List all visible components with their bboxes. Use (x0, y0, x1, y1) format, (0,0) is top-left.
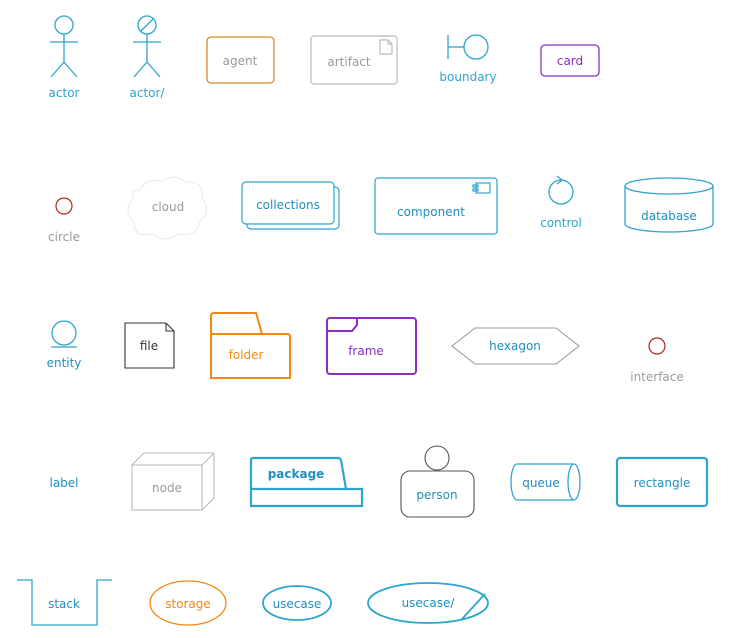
frame-element (326, 317, 417, 375)
stack-element (17, 579, 112, 626)
actor-label: actor (49, 86, 80, 100)
actor-slash-label: actor/ (130, 86, 166, 100)
card-label: card (557, 54, 583, 68)
file-element (124, 322, 175, 369)
entity-label: entity (47, 356, 82, 370)
storage-element (149, 580, 227, 626)
package-label: package (268, 467, 325, 481)
file-label: file (140, 339, 158, 353)
queue-element (510, 463, 581, 501)
cloud-element (127, 176, 208, 240)
frame-label: frame (348, 344, 384, 358)
component-element (374, 177, 498, 235)
circle-label: circle (48, 230, 80, 244)
usecase-element (262, 585, 332, 621)
component-label: component (397, 205, 465, 219)
agent-label: agent (223, 54, 258, 68)
actor-element (50, 15, 78, 78)
queue-label: queue (522, 476, 560, 490)
usecase-label: usecase (273, 597, 322, 611)
control-label: control (540, 216, 582, 230)
artifact-element (310, 35, 398, 85)
node-element (131, 452, 215, 511)
entity-element (51, 320, 77, 348)
business-actor-element (133, 15, 161, 78)
usecase-slash-label: usecase/ (402, 596, 456, 610)
boundary-label: boundary (439, 70, 496, 84)
rectangle-element (615, 456, 709, 508)
person-label: person (416, 488, 457, 502)
control-element (548, 175, 574, 205)
cloud-label: cloud (152, 200, 185, 214)
stack-label: stack (48, 597, 80, 611)
rectangle-label: rectangle (634, 476, 691, 490)
database-element (624, 177, 714, 233)
storage-label: storage (165, 597, 211, 611)
card-element (540, 44, 600, 77)
folder-label: folder (229, 348, 264, 362)
label-element: label (49, 476, 78, 490)
database-label: database (641, 209, 697, 223)
agent-element (206, 36, 275, 84)
business-usecase-element (367, 582, 489, 624)
interface-label: interface (630, 370, 684, 384)
person-element (400, 445, 475, 518)
boundary-element (447, 34, 489, 60)
node-label: node (152, 481, 182, 495)
collections-label: collections (256, 198, 320, 212)
hexagon-label: hexagon (489, 339, 541, 353)
hexagon-element (451, 327, 580, 365)
folder-element (210, 312, 291, 379)
interface-element (648, 337, 666, 355)
artifact-label: artifact (327, 55, 371, 69)
collections-element (241, 181, 340, 230)
package-element (249, 456, 364, 508)
circle-element (55, 197, 73, 215)
